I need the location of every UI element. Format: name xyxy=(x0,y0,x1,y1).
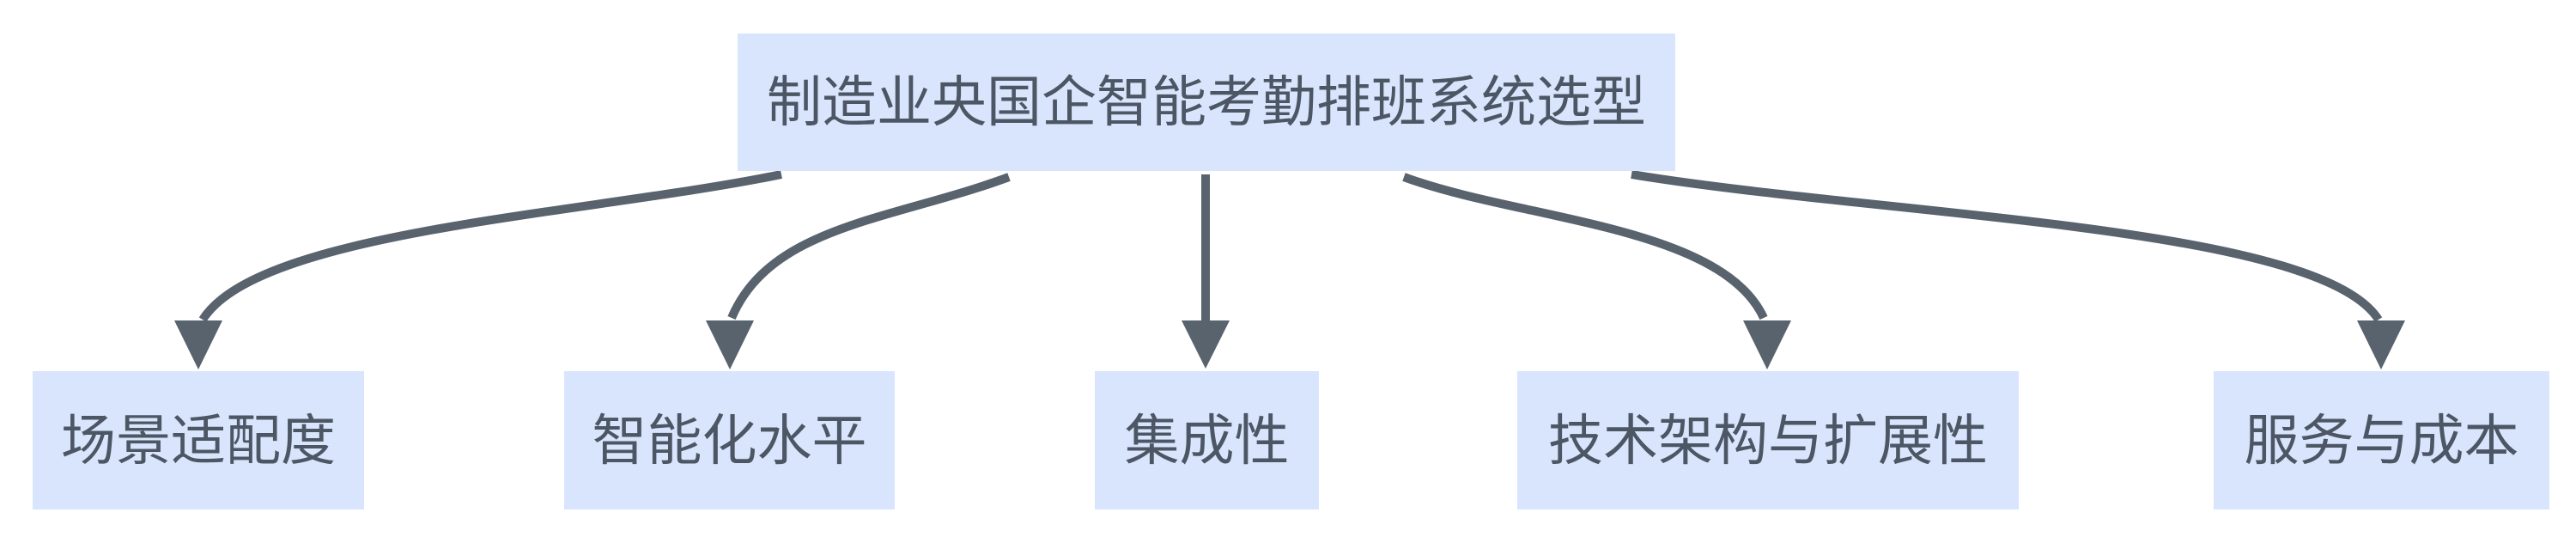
arrowhead-down-icon xyxy=(706,320,754,369)
arrowhead-down-icon xyxy=(1182,320,1230,369)
node-root-label: 制造业央国企智能考勤排班系统选型 xyxy=(767,71,1646,133)
node-architecture-scalability: 技术架构与扩展性 xyxy=(1517,371,2019,509)
node-intelligence-level-label: 智能化水平 xyxy=(592,409,867,472)
node-root: 制造业央国企智能考勤排班系统选型 xyxy=(738,34,1675,171)
edge-root-to-intelligence-level xyxy=(727,173,1011,320)
edge-root-to-service-cost xyxy=(1631,170,2383,322)
edge-root-to-scene-fit xyxy=(198,170,782,322)
edge-root-to-architecture-scalability xyxy=(1402,173,1768,320)
node-architecture-scalability-label: 技术架构与扩展性 xyxy=(1548,409,1988,472)
node-scene-fit: 场景适配度 xyxy=(33,371,364,509)
node-scene-fit-label: 场景适配度 xyxy=(61,409,336,472)
node-integration: 集成性 xyxy=(1095,371,1319,509)
arrowhead-down-icon xyxy=(1743,320,1791,369)
node-service-cost: 服务与成本 xyxy=(2214,371,2549,509)
node-service-cost-label: 服务与成本 xyxy=(2244,409,2519,472)
node-integration-label: 集成性 xyxy=(1124,409,1290,472)
arrowhead-down-icon xyxy=(174,320,222,369)
arrowhead-down-icon xyxy=(2357,320,2405,369)
node-intelligence-level: 智能化水平 xyxy=(564,371,895,509)
